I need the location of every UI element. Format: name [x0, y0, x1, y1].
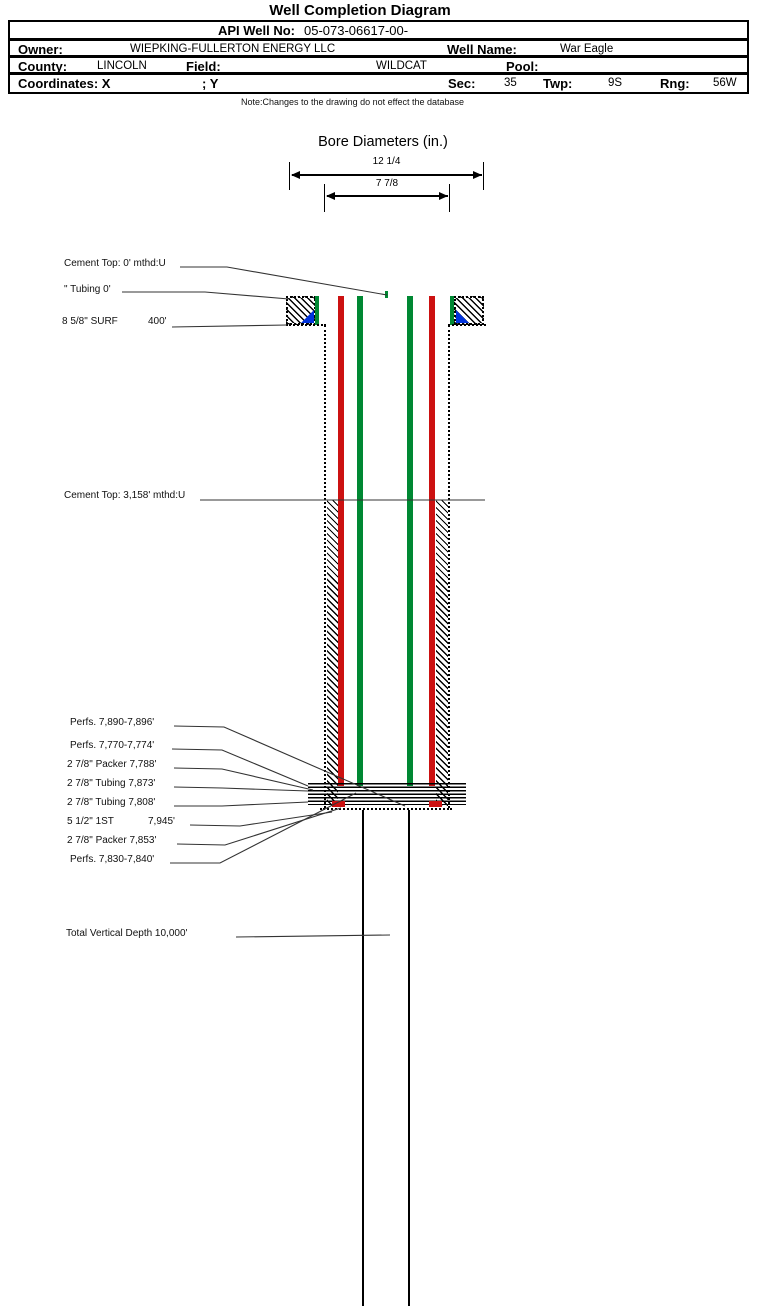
- packer-right: [429, 801, 442, 807]
- page-title: Well Completion Diagram: [269, 2, 451, 19]
- rng-value: 56W: [713, 77, 737, 89]
- label-perfs-7830: Perfs. 7,830-7,840': [70, 854, 155, 865]
- cement-column-left: [327, 500, 338, 806]
- bore-outer-value: 12 1/4: [372, 156, 401, 167]
- label-packer-7788: 2 7/8" Packer 7,788': [67, 759, 157, 770]
- label-tubing-7873: 2 7/8" Tubing 7,873': [67, 778, 156, 789]
- borehole-step-right: [448, 324, 486, 326]
- surface-casing-left: [315, 296, 319, 325]
- pool-label: Pool:: [506, 59, 539, 74]
- open-hole-wall-right: [408, 810, 410, 1306]
- dim-line-inner: [327, 195, 448, 197]
- arrowhead-right-icon: [473, 171, 482, 179]
- field-value: WILDCAT: [376, 60, 427, 72]
- label-surface-casing: 8 5/8" SURF: [62, 316, 118, 327]
- label-perfs-7890: Perfs. 7,890-7,896': [70, 717, 155, 728]
- header-row-owner: Owner: WIEPKING-FULLERTON ENERGY LLC Wel…: [8, 39, 749, 57]
- label-tubing-7808: 2 7/8" Tubing 7,808': [67, 797, 156, 808]
- label-cement-top-3158: Cement Top: 3,158' mthd:U: [64, 490, 186, 501]
- dim-tick: [289, 162, 290, 190]
- owner-label: Owner:: [18, 42, 63, 57]
- borehole-wall-right: [448, 325, 450, 808]
- api-value: 05-073-06617-00-: [304, 23, 409, 38]
- dim-tick: [324, 184, 325, 212]
- rng-label: Rng:: [660, 76, 690, 91]
- label-casing-512-depth: 7,945': [148, 816, 175, 827]
- borehole-wall-left: [324, 325, 326, 808]
- bore-inner-value: 7 7/8: [375, 178, 399, 189]
- database-note: Note:Changes to the drawing do not effec…: [241, 97, 464, 107]
- county-value: LINCOLN: [97, 60, 147, 72]
- dim-tick: [449, 184, 450, 212]
- label-tubing-0: " Tubing 0': [64, 284, 111, 295]
- header-row-county: County: LINCOLN Field: WILDCAT Pool:: [8, 56, 749, 74]
- cement-marker-triangle-right: [456, 310, 469, 323]
- coordinates-label: Coordinates: X: [18, 76, 111, 91]
- twp-value: 9S: [608, 77, 623, 89]
- owner-value: WIEPKING-FULLERTON ENERGY LLC: [130, 43, 336, 55]
- tubing-string-left: [357, 296, 363, 786]
- arrowhead-right-icon: [439, 192, 448, 200]
- cement-column-right: [436, 500, 448, 806]
- label-perfs-7770: Perfs. 7,770-7,774': [70, 740, 155, 751]
- sec-label: Sec:: [448, 76, 476, 91]
- label-casing-512: 5 1/2" 1ST: [67, 816, 114, 827]
- label-total-vertical-depth: Total Vertical Depth 10,000': [66, 928, 188, 939]
- cement-marker-triangle-left: [301, 310, 314, 323]
- sec-value: 35: [504, 77, 517, 89]
- production-casing-right: [429, 296, 435, 786]
- label-packer-7853: 2 7/8" Packer 7,853': [67, 835, 157, 846]
- packer-left: [332, 801, 345, 807]
- well-name-value: War Eagle: [560, 43, 614, 55]
- borehole-step-left: [286, 324, 326, 326]
- surface-casing-right: [450, 296, 454, 325]
- tubing-string-right: [407, 296, 413, 786]
- arrowhead-left-icon: [326, 192, 335, 200]
- bore-diameters-title: Bore Diameters (in.): [318, 134, 448, 150]
- production-casing-left: [338, 296, 344, 786]
- api-label: API Well No:: [217, 23, 295, 38]
- tubing-top-tick: [385, 291, 388, 298]
- twp-label: Twp:: [543, 76, 573, 91]
- dim-tick: [483, 162, 484, 190]
- arrowhead-left-icon: [291, 171, 300, 179]
- dim-line-outer: [292, 174, 482, 176]
- label-surface-depth: 400': [148, 316, 167, 327]
- field-label: Field:: [186, 59, 221, 74]
- header-row-coordinates: Coordinates: X ; Y Sec: 35 Twp: 9S Rng: …: [8, 73, 749, 94]
- well-name-label: Well Name:: [447, 42, 517, 57]
- header-row-api: API Well No: 05-073-06617-00-: [8, 20, 749, 40]
- coordinates-y-label: ; Y: [202, 76, 219, 91]
- open-hole-wall-left: [362, 810, 364, 1306]
- casing-shoe-line: [320, 808, 452, 810]
- label-cement-top-0: Cement Top: 0' mthd:U: [64, 258, 166, 269]
- county-label: County:: [18, 59, 68, 74]
